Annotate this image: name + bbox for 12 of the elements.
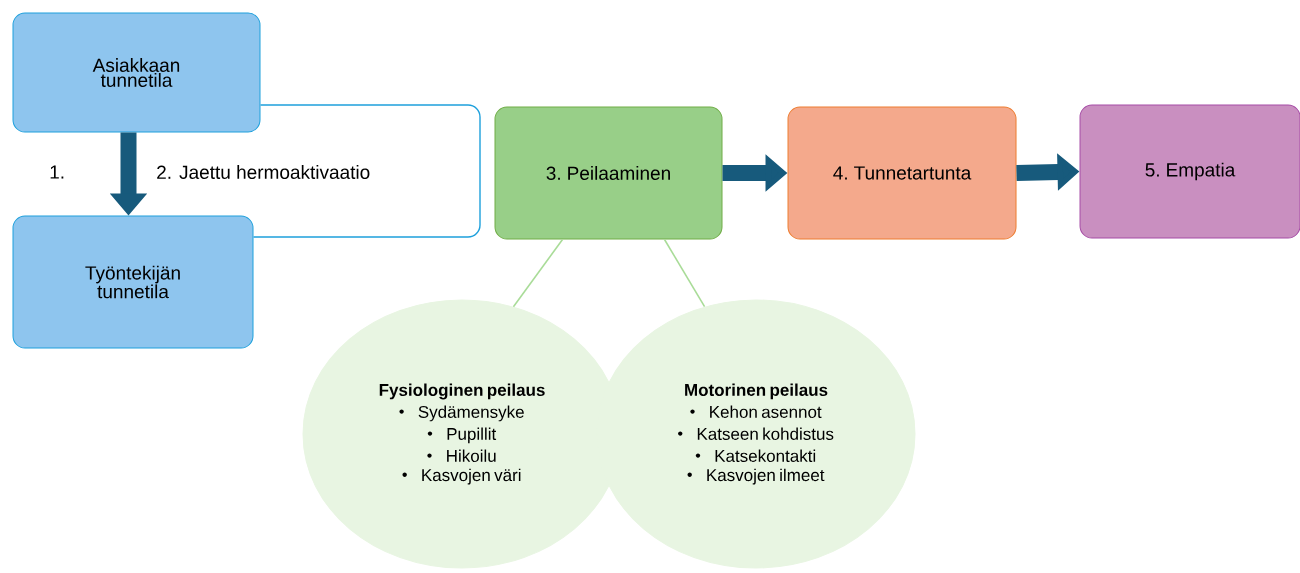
edge-label: 2. Jaettu hermoaktivaatio: [157, 165, 370, 179]
process-box: Työntekijän tunnetila: [12, 215, 254, 349]
connector-line: [663, 238, 706, 308]
bracket-line: [252, 104, 481, 238]
process-box: 3. Peilaaminen: [494, 106, 723, 240]
ellipse-bubble: Motorinen peilaus Kehon asennot Katseen kohdistus Katsekontakti Kasvojen ilmeet: [596, 299, 916, 569]
ellipse-bubble: Fysiologinen peilaus Sydämensyke Pupillit Hikoilu Kasvojen väri: [302, 299, 622, 569]
process-box: Asiakkaan tunnetila: [12, 12, 261, 133]
process-box: 5. Empatia: [1079, 104, 1300, 239]
connector-line: [512, 238, 564, 308]
process-box: 4. Tunnetartunta: [787, 106, 1017, 240]
edge-label: 1.: [50, 165, 64, 179]
